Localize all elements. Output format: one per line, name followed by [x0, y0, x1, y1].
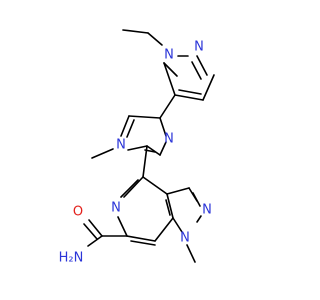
bond: [83, 223, 98, 240]
bond: [174, 94, 204, 101]
bond: [165, 199, 171, 216]
bond: [130, 240, 156, 246]
bond: [147, 32, 163, 46]
bond: [172, 217, 183, 233]
nitrogen-atom-label: N: [202, 203, 212, 218]
bond: [123, 176, 144, 198]
bond: [163, 62, 178, 77]
nitrogen-atom-label: N: [164, 48, 174, 63]
bond: [120, 115, 130, 137]
oxygen-atom-label: O: [73, 205, 83, 220]
bond: [178, 89, 202, 95]
bond: [196, 215, 202, 223]
bond: [166, 193, 174, 219]
bond: [142, 145, 148, 178]
bond: [146, 145, 161, 156]
bond: [186, 244, 196, 263]
bond: [122, 29, 149, 34]
bond: [127, 145, 148, 151]
nitrogen-atom-label: N: [194, 40, 204, 55]
bond: [196, 55, 208, 76]
bond: [202, 74, 215, 101]
bond: [163, 62, 176, 96]
nitrogen-atom-label: N: [111, 201, 121, 216]
bond: [126, 119, 135, 138]
bond: [154, 217, 174, 242]
bond: [88, 219, 103, 237]
nitrogen-atom-label: N: [180, 231, 190, 246]
bond: [192, 192, 201, 207]
bond: [117, 216, 128, 237]
bond: [91, 148, 114, 159]
bond: [166, 187, 190, 195]
amine-label: H₂N: [59, 251, 84, 266]
bond: [87, 235, 103, 247]
bond: [159, 117, 167, 137]
structure-canvas: N N N N N N N O H₂N: [59, 29, 215, 266]
bond: [128, 115, 161, 119]
bond: [191, 61, 202, 80]
bond: [120, 179, 139, 198]
bond: [142, 176, 168, 195]
bond: [159, 141, 167, 156]
nitrogen-atom-label: N: [116, 138, 126, 153]
nitrogen-atom-label: N: [164, 132, 174, 147]
bond: [126, 235, 156, 242]
bond: [159, 94, 176, 119]
molecule-diagram: N N N N N N N O H₂N: [59, 29, 215, 266]
